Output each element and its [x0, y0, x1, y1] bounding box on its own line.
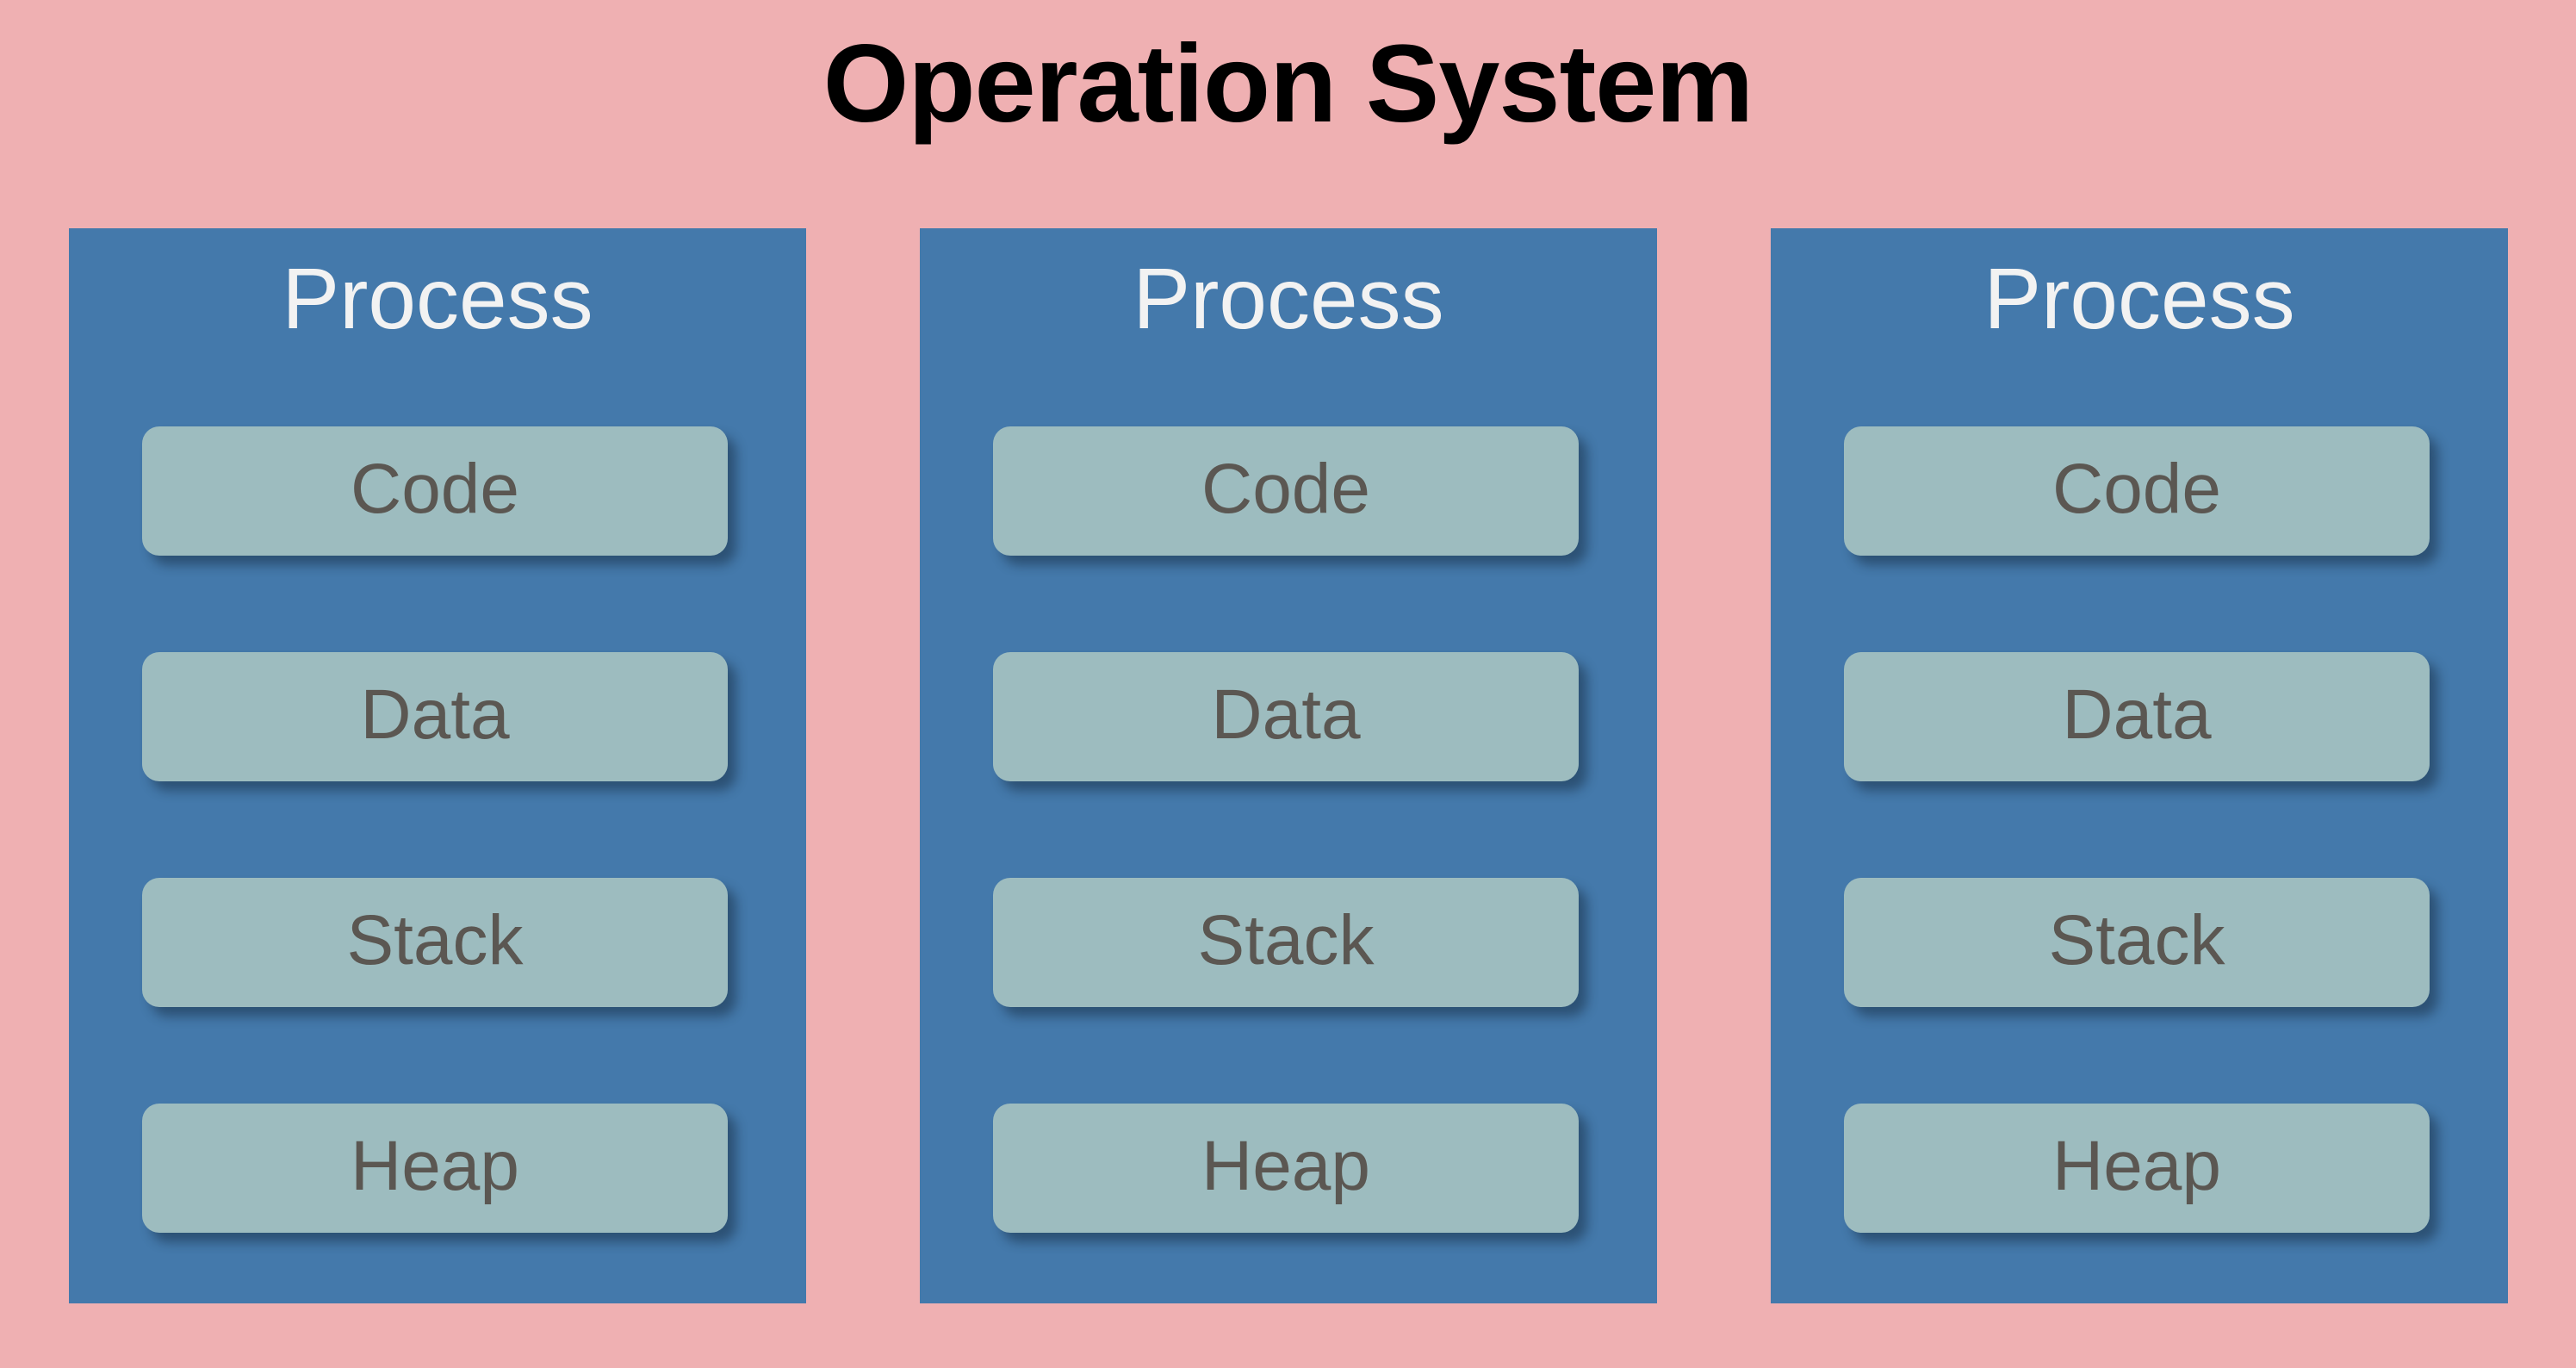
segment-box-data: Data — [142, 652, 728, 781]
segment-box-heap: Heap — [142, 1104, 728, 1233]
segment-box-data: Data — [1844, 652, 2430, 781]
segment-label: Data — [360, 675, 510, 754]
process-row: Process Code Data Stack Heap Process — [69, 228, 2508, 1303]
segment-label: Data — [2062, 675, 2212, 754]
process-panel-3: Process Code Data Stack Heap — [1771, 228, 2508, 1303]
segment-label: Code — [350, 450, 520, 528]
segment-box-code: Code — [993, 426, 1579, 556]
segment-box-data: Data — [993, 652, 1579, 781]
process-panel-2: Process Code Data Stack Heap — [920, 228, 1657, 1303]
process-panel-1: Process Code Data Stack Heap — [69, 228, 806, 1303]
segment-box-heap: Heap — [1844, 1104, 2430, 1233]
segment-list: Code Data Stack Heap — [993, 426, 1579, 1233]
page-title: Operation System — [822, 22, 1754, 146]
segment-box-code: Code — [142, 426, 728, 556]
segment-box-stack: Stack — [993, 878, 1579, 1007]
segment-label: Stack — [2048, 901, 2225, 979]
segment-label: Code — [1201, 450, 1371, 528]
segment-list: Code Data Stack Heap — [142, 426, 728, 1233]
segment-label: Stack — [1197, 901, 1375, 979]
segment-label: Stack — [346, 901, 524, 979]
process-heading: Process — [1983, 251, 2295, 347]
segment-list: Code Data Stack Heap — [1844, 426, 2430, 1233]
segment-label: Data — [1211, 675, 1361, 754]
segment-label: Code — [2051, 450, 2222, 528]
segment-label: Heap — [350, 1127, 520, 1205]
process-heading: Process — [1133, 251, 1444, 347]
segment-box-heap: Heap — [993, 1104, 1579, 1233]
segment-label: Heap — [2051, 1127, 2222, 1205]
segment-box-stack: Stack — [142, 878, 728, 1007]
process-heading: Process — [282, 251, 593, 347]
segment-label: Heap — [1201, 1127, 1371, 1205]
segment-box-stack: Stack — [1844, 878, 2430, 1007]
segment-box-code: Code — [1844, 426, 2430, 556]
